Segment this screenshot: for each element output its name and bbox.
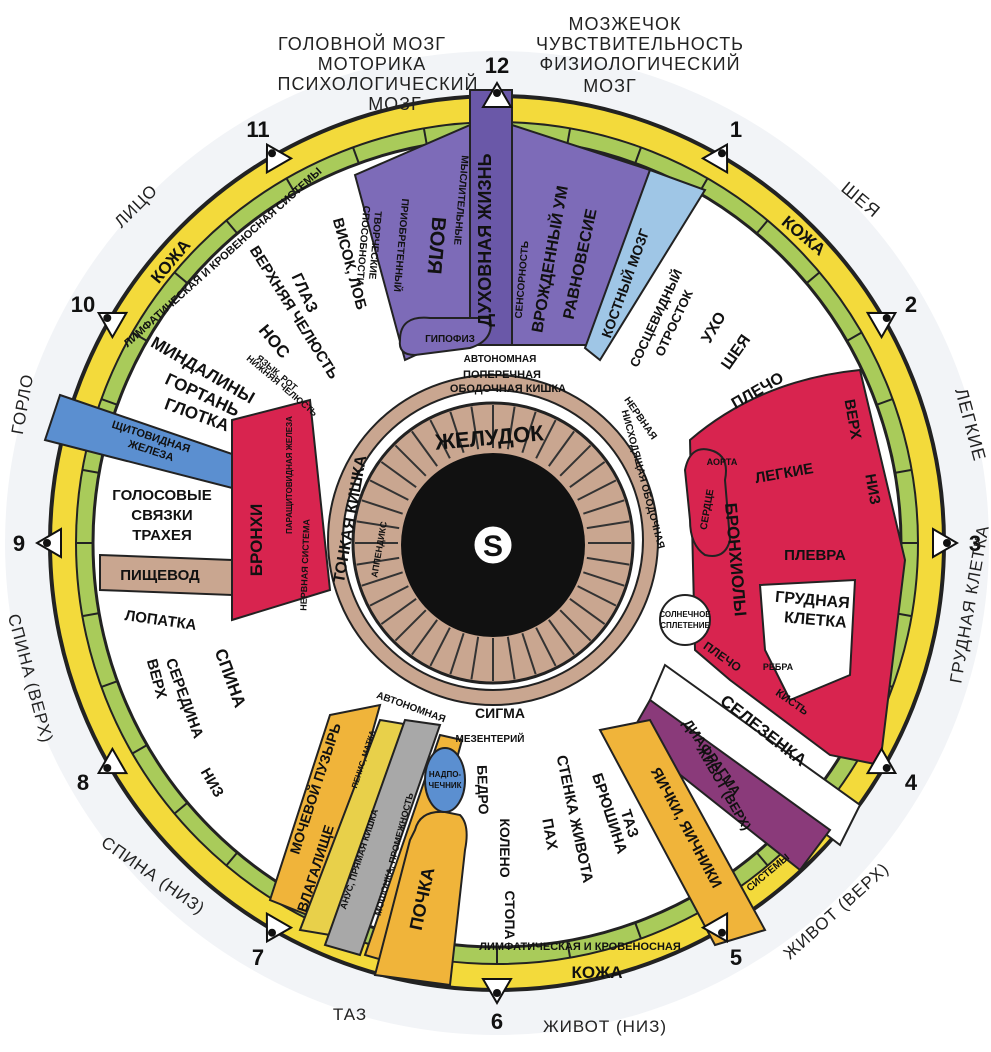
vocal-1: ГОЛОСОВЫЕ [112,487,211,504]
center-label: S [483,530,503,563]
outer-brain-right-3: ФИЗИОЛОГИЧЕСКИЙ [539,53,740,74]
hour-label: 1 [730,117,742,142]
hour-label: 11 [246,117,269,142]
trachea-label: ТРАХЕЯ [132,527,191,544]
spiritual-label: ДУХОВНАЯ ЖИЗНЬ [475,153,495,326]
hour-dot [43,539,51,547]
hour-label: 5 [730,945,742,970]
bronchi-label: БРОНХИ [247,504,266,576]
outer-brain-left-3: ПСИХОЛОГИЧЕСКИЙ [278,73,479,94]
outer-brain-right-4: МОЗГ [583,76,637,96]
hour-label: 10 [71,292,95,317]
knee-label: КОЛЕНО [497,818,513,877]
esophagus-label: ПИЩЕВОД [120,567,200,584]
outer-brain-right-1: МОЗЖЕЧОК [569,14,682,34]
outer-brain-left-4: МОЗГ [368,94,422,114]
aorta-label: АОРТА [707,457,738,467]
sigma-label: СИГМА [475,705,525,721]
hour-label: 12 [485,53,509,78]
outer-pelvis: ТАЗ [333,1005,367,1024]
solar-plexus-2: СПЛЕТЕНИЕ [660,621,710,630]
adrenal-2: ЧЕЧНИК [429,781,462,790]
outer-brain-right-2: ЧУВСТВИТЕЛЬНОСТЬ [536,34,744,54]
hour-dot [493,989,501,997]
hour-dot [493,89,501,97]
hour-label: 2 [905,292,917,317]
hypophysis-label: ГИПОФИЗ [425,334,475,345]
hour-dot [718,929,726,937]
hour-label: 8 [77,770,89,795]
solar-plexus [660,595,710,645]
hip-label: БЕДРО [474,765,492,815]
transverse-colon-2: ОБОДОЧНАЯ КИШКА [450,383,566,395]
parathyroid-label: ПАРАЩИТОВИДНАЯ ЖЕЛЕЗА [285,416,294,534]
outer-brain-left-1: ГОЛОВНОЙ МОЗГ [278,33,446,54]
hour-dot [883,764,891,772]
outer-brain-left-2: МОТОРИКА [318,54,427,74]
foot-label: СТОПА [502,890,518,939]
lymph-label-bottom: ЛИМФАТИЧЕСКАЯ И КРОВЕНОСНАЯ [479,941,681,953]
hour-label: 6 [491,1009,503,1034]
hour-dot [943,539,951,547]
hour-dot [268,149,276,157]
mesentery-label: МЕЗЕНТЕРИЙ [456,732,525,745]
hour-dot [103,764,111,772]
adrenal-1: НАДПО- [429,770,462,779]
hour-label: 7 [252,945,264,970]
hour-dot [268,929,276,937]
hour-label: 4 [905,770,918,795]
transverse-colon-1: ПОПЕРЕЧНАЯ [463,369,541,381]
pleura-label: ПЛЕВРА [784,547,846,564]
hour-label: 9 [13,531,25,556]
adrenal-oval [425,748,465,812]
hour-dot [103,314,111,322]
hour-dot [718,149,726,157]
solar-plexus-1: СОЛНЕЧНОЕ [659,610,711,619]
outer-belly-lower: ЖИВОТ (НИЗ) [543,1017,667,1036]
ribs-label: РЕБРА [763,662,794,672]
vocal-2: СВЯЗКИ [131,507,192,524]
hour-dot [883,314,891,322]
skin-label-bottom: КОЖА [571,963,622,982]
autonomic-top: АВТОНОМНАЯ [464,354,537,365]
